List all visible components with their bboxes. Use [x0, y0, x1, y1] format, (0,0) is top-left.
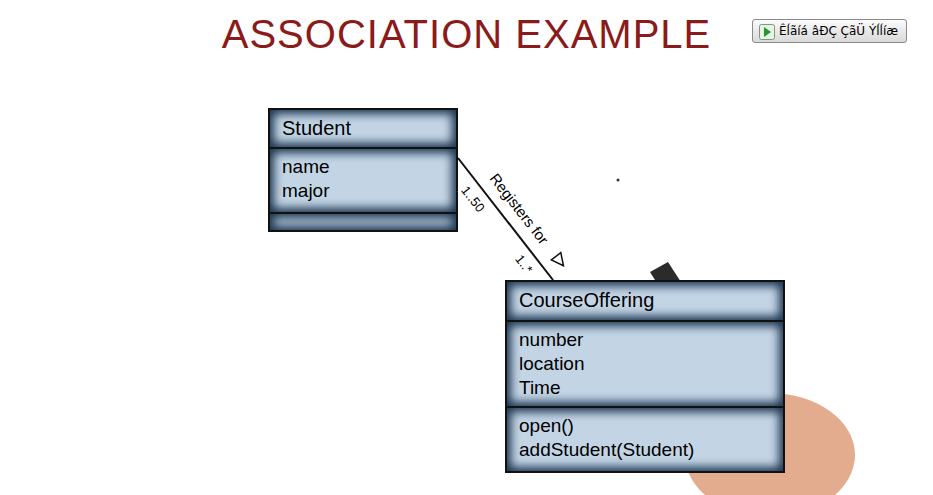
direction-triangle: [551, 253, 563, 266]
attribute: name: [282, 155, 444, 179]
operation: open(): [519, 414, 771, 438]
association-line: [458, 158, 553, 280]
class-name-compartment: Student: [270, 110, 456, 147]
class-name-compartment: CourseOffering: [507, 282, 783, 320]
attribute: number: [519, 328, 771, 352]
class-name: CourseOffering: [519, 288, 771, 312]
operation: addStudent(Student): [519, 438, 771, 462]
class-name: Student: [282, 116, 444, 140]
attribute: major: [282, 179, 444, 203]
play-triangle: [764, 27, 771, 37]
class-box: Student namemajor: [268, 108, 458, 232]
icon-frame: [760, 25, 775, 40]
play-icon: [759, 24, 775, 40]
attribute: location: [519, 352, 771, 376]
attribute-compartment: namemajor: [270, 147, 456, 212]
watermark-button: Êĺãíá âĐÇ ÇãÜ Ýĺĺíæ: [752, 19, 907, 43]
watermark: Êĺãíá âĐÇ ÇãÜ Ýĺĺíæ: [779, 24, 898, 38]
multiplicity: 1..50: [458, 182, 489, 216]
attribute: Time: [519, 376, 771, 400]
dot: [617, 179, 620, 182]
operation-compartment: [270, 212, 456, 230]
class-box: CourseOfferingnumberlocationTimeopen()ad…: [505, 280, 785, 473]
attribute-compartment: numberlocationTime: [507, 320, 783, 406]
operation-compartment: open()addStudent(Student): [507, 406, 783, 471]
